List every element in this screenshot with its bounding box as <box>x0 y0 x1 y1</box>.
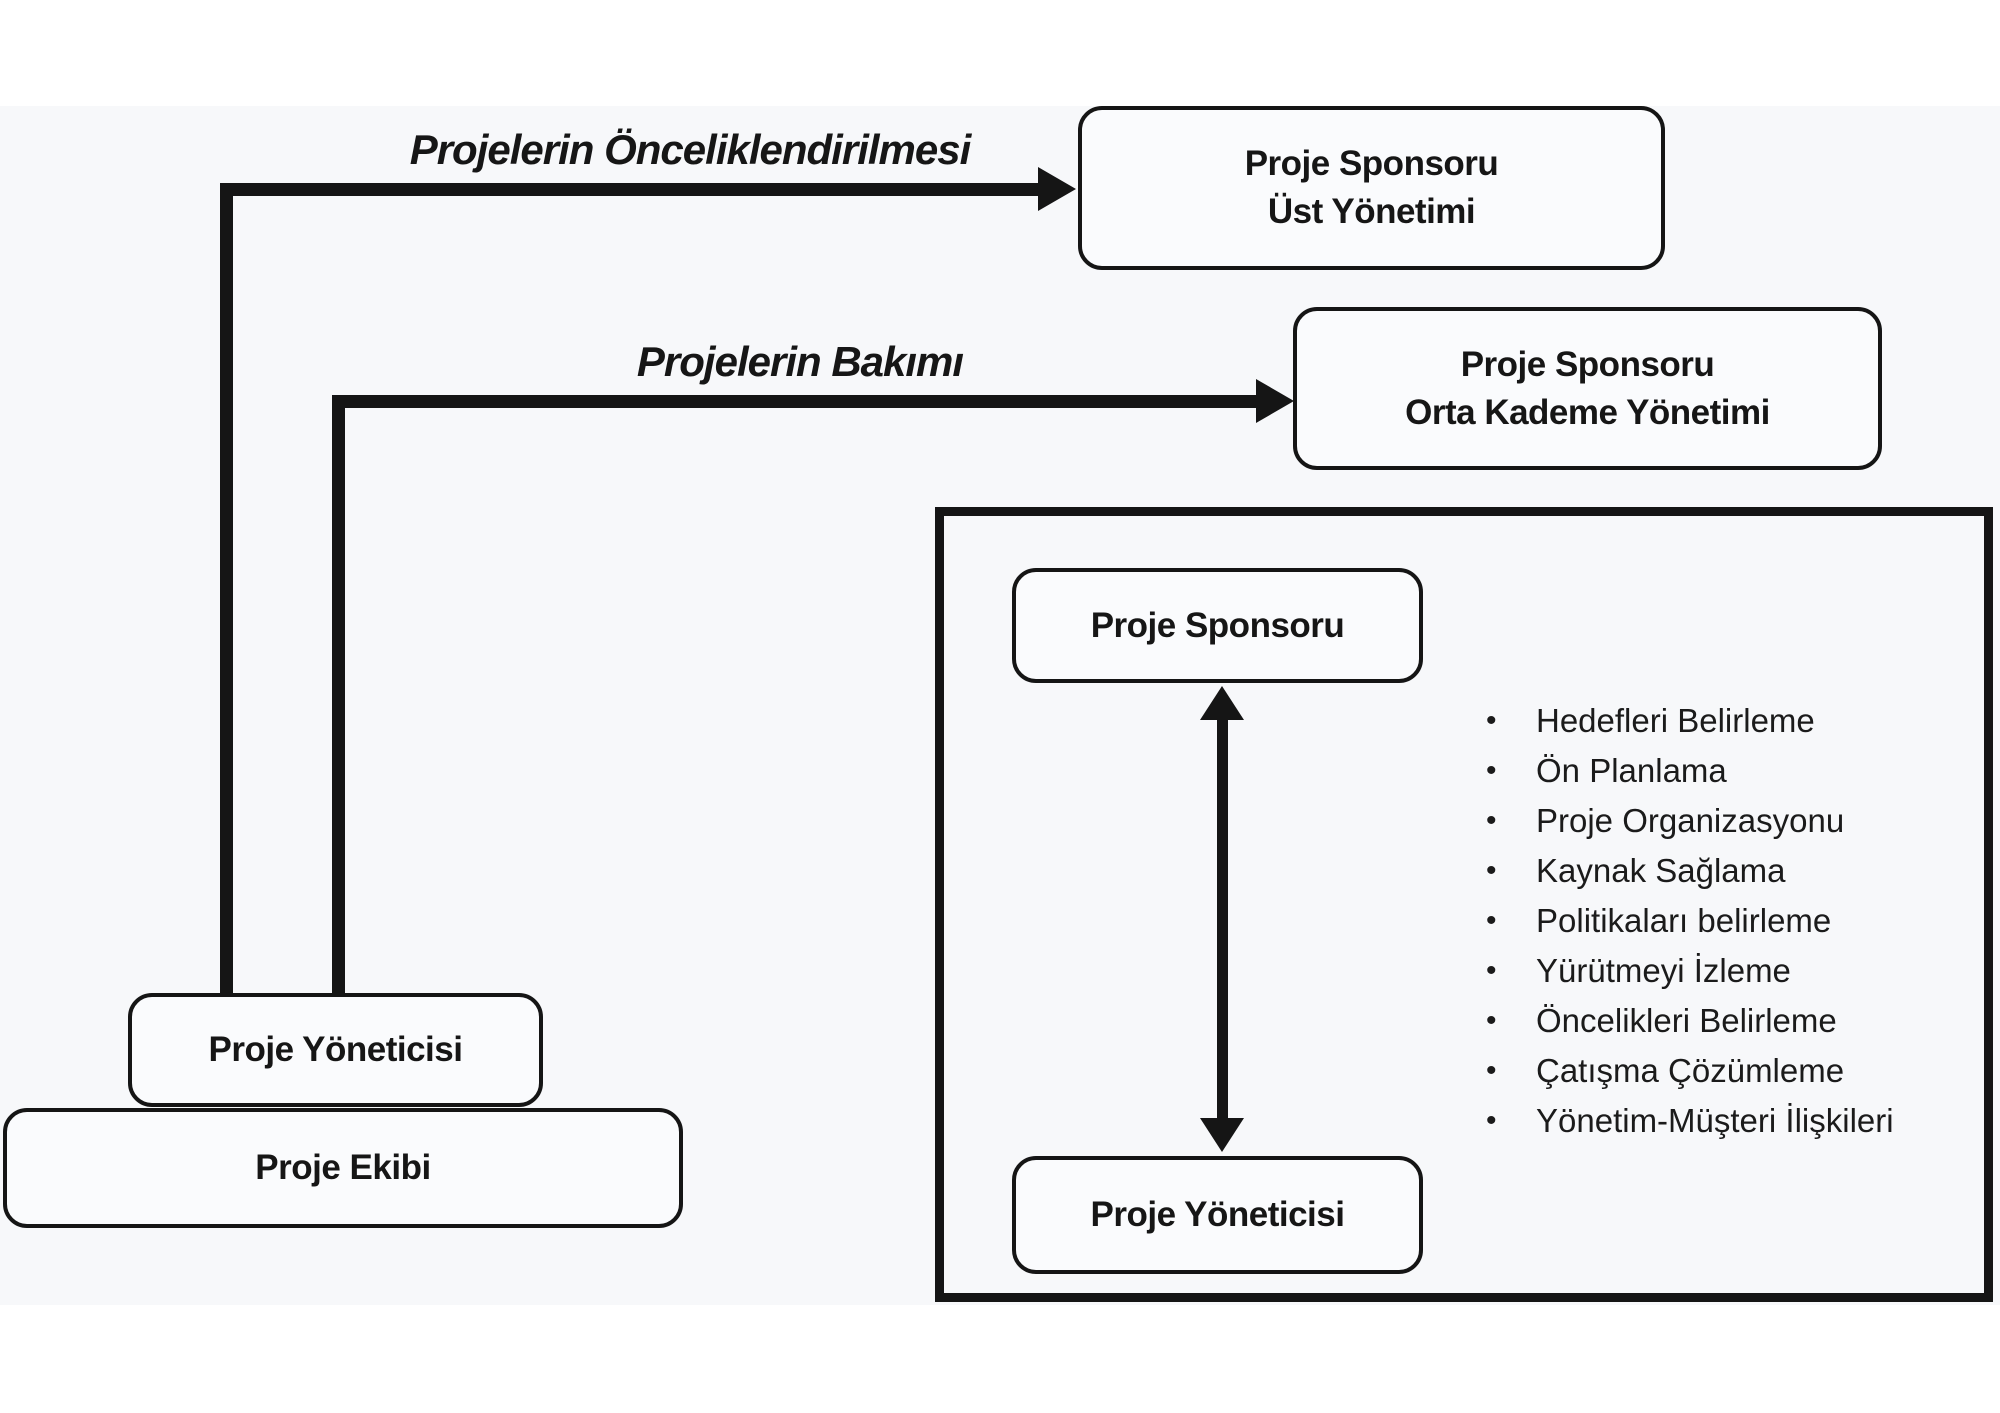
inner-sponsor-box: Proje Sponsoru <box>1012 568 1423 683</box>
top-sponsor-line1: Proje Sponsoru <box>1244 144 1499 183</box>
priority-arrow-label: Projelerin Önceliklendirilmesi <box>409 126 972 173</box>
top-sponsor-box: Proje Sponsoru Üst Yönetimi <box>1078 106 1665 270</box>
duty-item: • Yürütmeyi İzleme <box>1472 946 1987 996</box>
duty-text: Yönetim-Müşteri İlişkileri <box>1536 1102 1894 1139</box>
bullet-icon: • <box>1486 954 1497 987</box>
maintenance-arrow-label: Projelerin Bakımı <box>636 338 964 385</box>
duty-item: • Proje Organizasyonu <box>1472 796 1987 846</box>
duties-list: • Hedefleri Belirleme • Ön Planlama • Pr… <box>1472 696 1987 1146</box>
inner-sponsor-label: Proje Sponsoru <box>1090 605 1345 645</box>
bullet-icon: • <box>1486 704 1497 737</box>
duty-item: • Kaynak Sağlama <box>1472 846 1987 896</box>
double-arrow-down-head-icon <box>1200 1118 1244 1152</box>
duty-text: Ön Planlama <box>1536 752 1727 789</box>
duty-text: Yürütmeyi İzleme <box>1536 952 1791 989</box>
maintenance-arrowhead-icon <box>1256 379 1294 423</box>
bullet-icon: • <box>1486 1004 1497 1037</box>
bullet-icon: • <box>1486 1054 1497 1087</box>
maintenance-arrow-vertical-line <box>332 395 345 997</box>
duty-text: Politikaları belirleme <box>1536 902 1832 939</box>
priority-arrow-horizontal-line <box>220 183 1040 196</box>
sponsor-manager-panel <box>935 507 1993 1302</box>
inner-manager-label: Proje Yöneticisi <box>1090 1195 1345 1234</box>
left-manager-box: Proje Yöneticisi <box>128 993 543 1107</box>
mid-sponsor-box: Proje Sponsoru Orta Kademe Yönetimi <box>1293 307 1882 470</box>
duty-item: • Ön Planlama <box>1472 746 1987 796</box>
bullet-icon: • <box>1486 854 1497 887</box>
mid-sponsor-line1: Proje Sponsoru <box>1460 344 1715 384</box>
duty-text: Proje Organizasyonu <box>1536 802 1845 839</box>
top-sponsor-line2: Üst Yönetimi <box>1267 192 1476 231</box>
maintenance-arrow-horizontal-line <box>332 395 1258 408</box>
bullet-icon: • <box>1486 804 1497 837</box>
bullet-icon: • <box>1486 904 1497 937</box>
team-label: Proje Ekibi <box>255 1148 431 1187</box>
left-manager-label: Proje Yöneticisi <box>208 1030 463 1069</box>
duty-text: Hedefleri Belirleme <box>1536 702 1815 739</box>
duty-item: • Yönetim-Müşteri İlişkileri <box>1472 1096 1987 1146</box>
duty-text: Çatışma Çözümleme <box>1536 1052 1845 1089</box>
bullet-icon: • <box>1486 1104 1497 1137</box>
inner-manager-box: Proje Yöneticisi <box>1012 1156 1423 1274</box>
double-arrow-shaft <box>1217 714 1228 1120</box>
duty-item: • Politikaları belirleme <box>1472 896 1987 946</box>
duty-text: Öncelikleri Belirleme <box>1536 1002 1837 1039</box>
duty-item: • Öncelikleri Belirleme <box>1472 996 1987 1046</box>
priority-arrow-vertical-line <box>220 183 233 997</box>
mid-sponsor-line2: Orta Kademe Yönetimi <box>1405 392 1770 432</box>
duty-item: • Hedefleri Belirleme <box>1472 696 1987 746</box>
bullet-icon: • <box>1486 754 1497 787</box>
team-box: Proje Ekibi <box>3 1108 683 1228</box>
duty-text: Kaynak Sağlama <box>1536 852 1786 889</box>
duty-item: • Çatışma Çözümleme <box>1472 1046 1987 1096</box>
priority-arrowhead-icon <box>1038 167 1076 211</box>
